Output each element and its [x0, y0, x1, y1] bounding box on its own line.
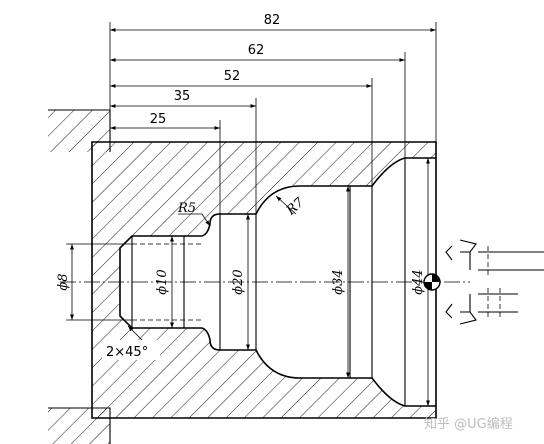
boring-tool — [445, 239, 544, 325]
leader-r5 — [178, 213, 211, 227]
chamfer-label-bg — [102, 340, 160, 360]
dim-length-25 — [110, 120, 221, 214]
radius-text-r5: R5 — [177, 201, 196, 216]
dim-dia-8 — [66, 243, 132, 321]
dim-text-35: 35 — [174, 89, 191, 104]
chuck-upper — [48, 109, 111, 152]
dim-text-62: 62 — [248, 43, 265, 58]
dia-text-8: ϕ8 — [56, 273, 71, 290]
chamfer-text: 2×45° — [106, 345, 148, 360]
workpiece-section — [91, 141, 437, 419]
dim-length-52 — [110, 78, 373, 186]
dim-text-52: 52 — [224, 69, 241, 84]
dim-length-62 — [110, 52, 406, 158]
watermark: 知乎 @UG编程 — [424, 416, 513, 432]
origin-symbol — [423, 273, 441, 291]
dim-text-82: 82 — [264, 13, 281, 28]
dia-text-10: ϕ10 — [155, 269, 170, 294]
dim-text-25: 25 — [150, 112, 167, 127]
dia-text-20: ϕ20 — [231, 269, 246, 294]
dim-length-82 — [110, 22, 437, 142]
leader-r7 — [275, 195, 297, 215]
dia-text-44: ϕ44 — [411, 269, 426, 294]
dia-text-34: ϕ34 — [331, 269, 346, 294]
dim-length-35 — [110, 98, 257, 214]
radius-text-r7: R7 — [283, 195, 308, 219]
